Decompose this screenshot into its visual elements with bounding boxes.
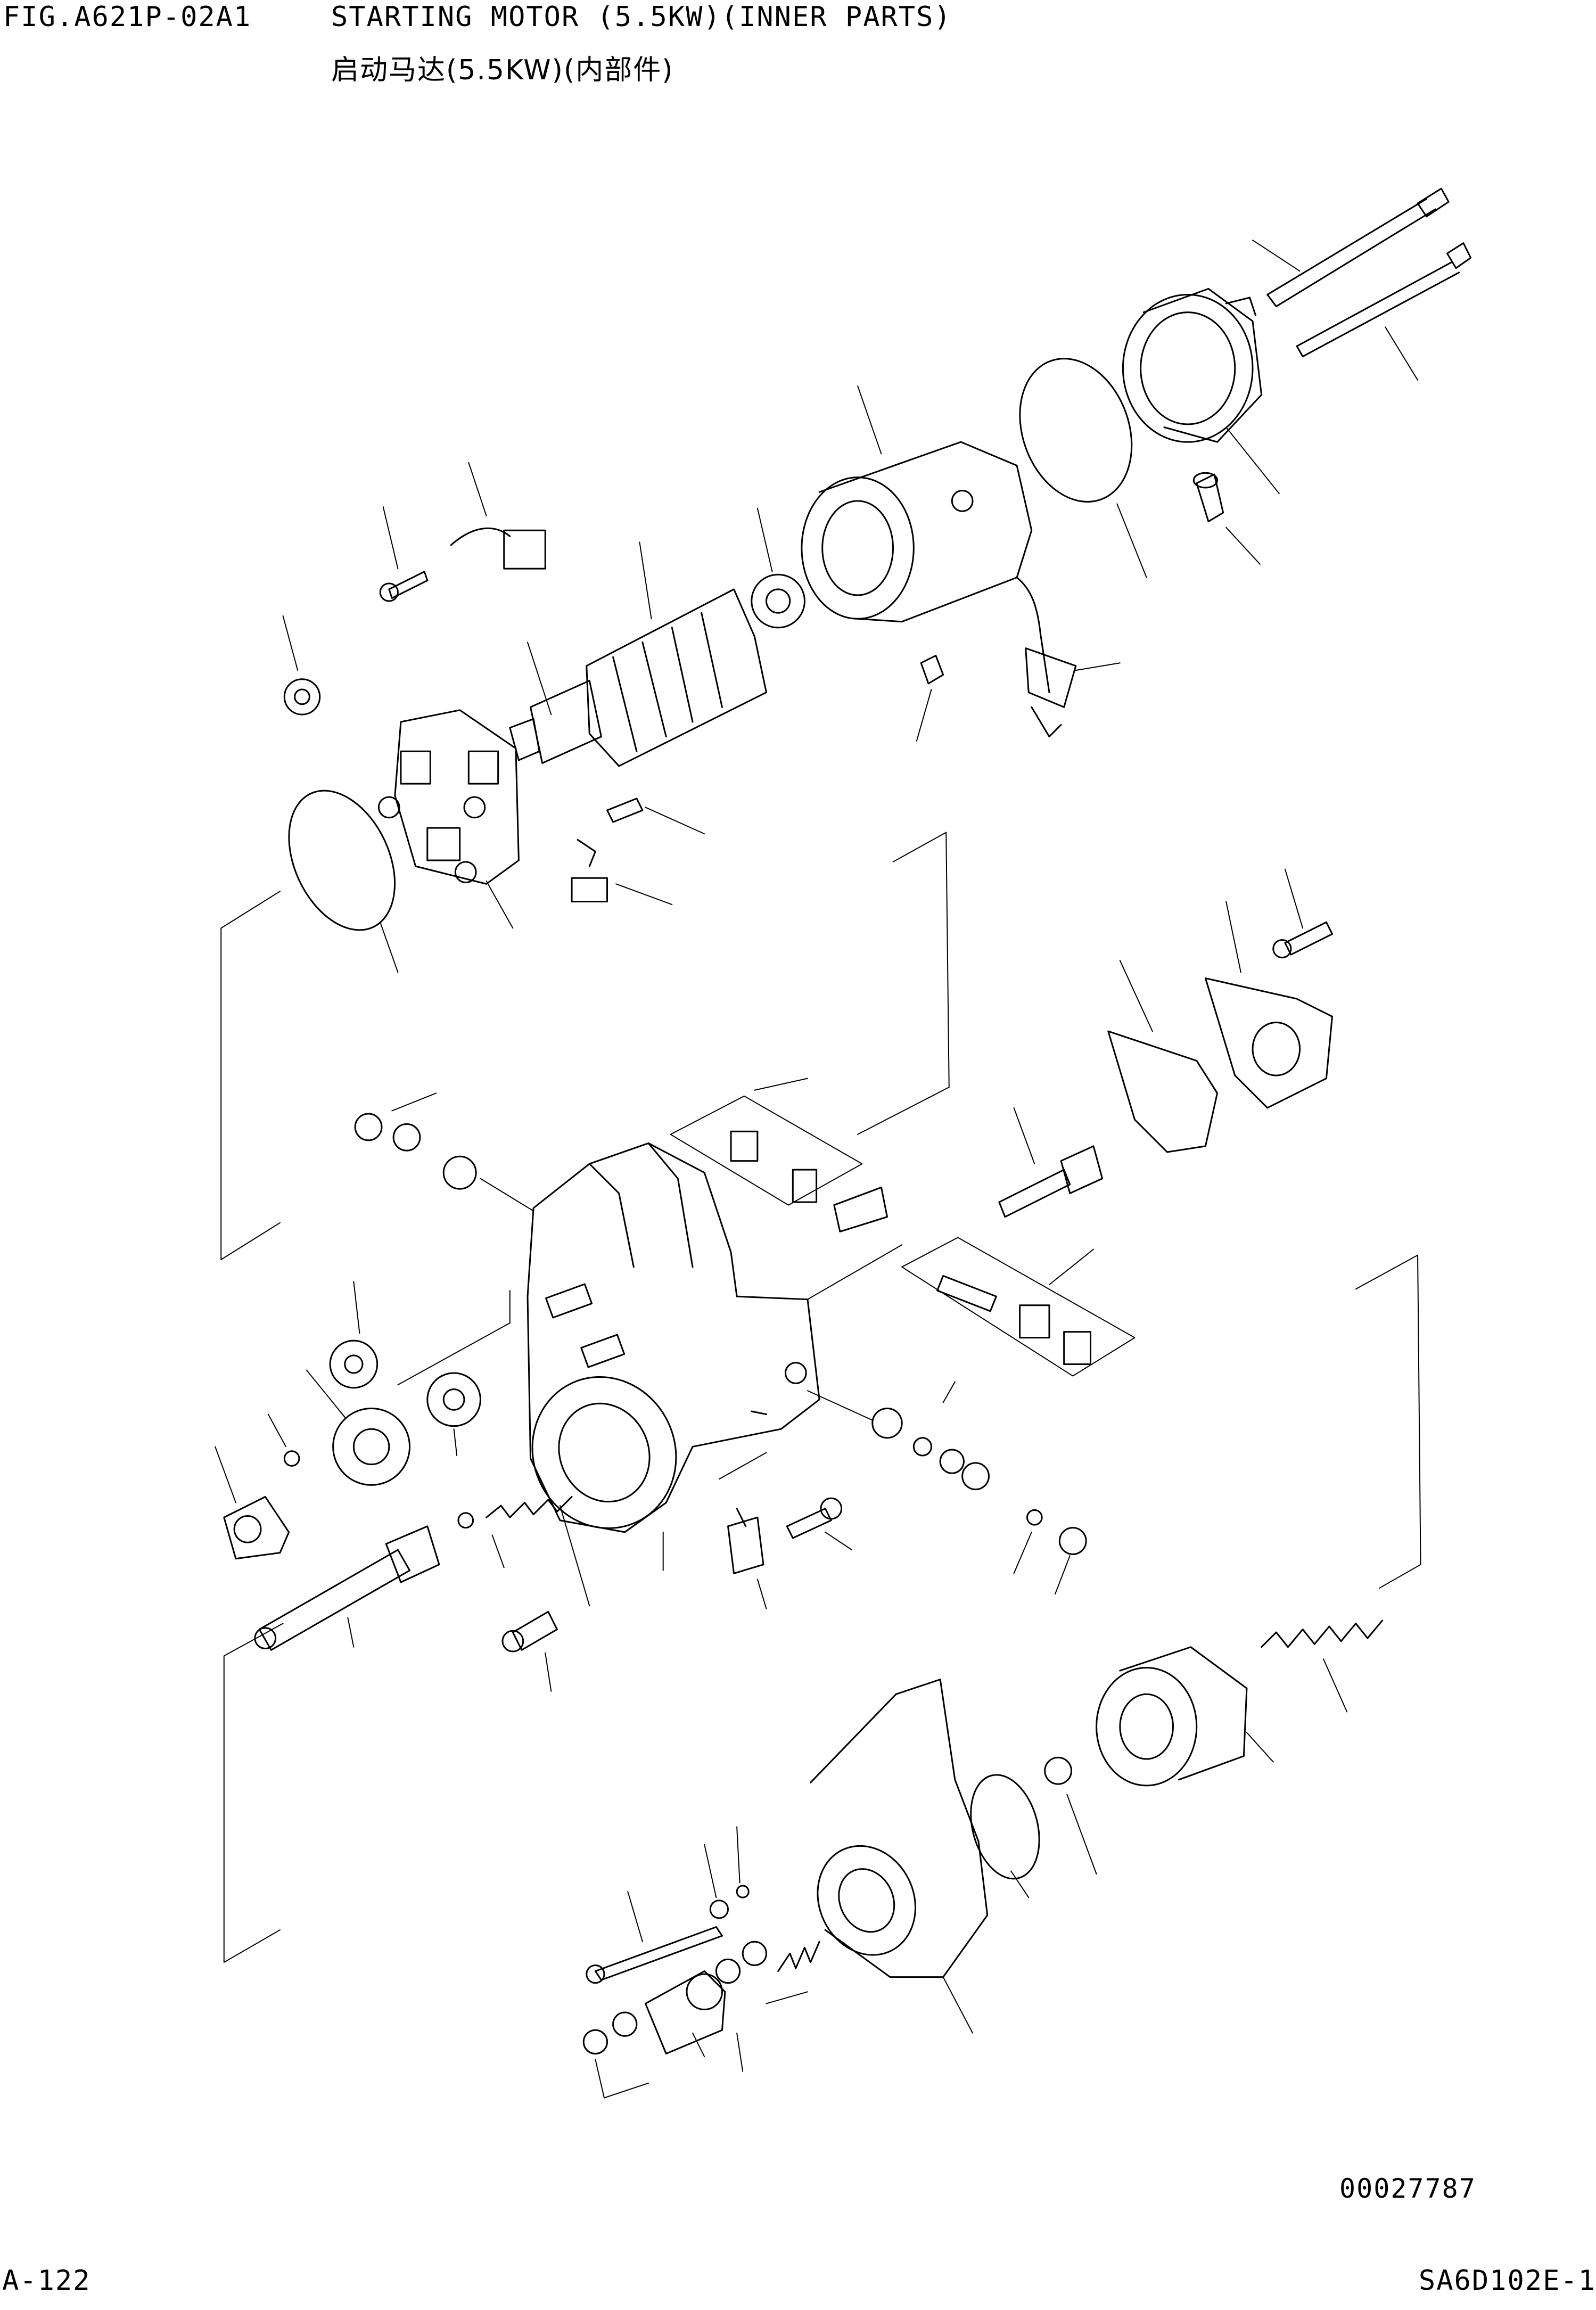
plunger — [999, 1108, 1103, 1217]
gasket-plate-right — [1108, 960, 1217, 1152]
bracket-top-right — [858, 832, 949, 1134]
overrunning-clutch — [1097, 1647, 1273, 1786]
snap-ring-bottom — [583, 1992, 808, 2098]
gasket-bottom — [960, 1767, 1050, 1897]
center-housing — [508, 1143, 819, 1552]
bolt-right-mid — [1273, 869, 1332, 958]
title-chinese: 启动马达(5.5KW)(内部件) — [331, 54, 674, 86]
idler-gear-large — [307, 1370, 410, 1485]
gear-shaft-bottom — [645, 1942, 766, 2057]
retainer-right — [1014, 1510, 1087, 1594]
pinion-shaft — [255, 1526, 439, 1650]
small-bearing-left — [283, 616, 320, 714]
contact-set-top — [671, 1079, 887, 1232]
gasket-brush-side — [268, 774, 416, 972]
leader-lines-housing — [398, 1179, 902, 1606]
front-housing — [800, 1680, 988, 2033]
bolt-small-top — [1194, 473, 1260, 564]
gasket-top — [1001, 343, 1151, 578]
page-number: A-122 — [2, 2265, 91, 2297]
bracket-right — [1356, 1255, 1421, 1588]
spring-center — [458, 1497, 572, 1567]
screw-brush — [380, 507, 427, 601]
contact-set-right — [902, 1237, 1134, 1376]
drawing-number: 00027787 — [1339, 2173, 1476, 2204]
brush-holder — [379, 710, 519, 928]
nut-small-top — [917, 655, 943, 741]
bracket-bottom-left — [224, 1623, 283, 1962]
clutch-hub — [215, 1446, 289, 1558]
ring-set-right — [873, 1382, 989, 1490]
return-spring — [1262, 1621, 1383, 1712]
through-bolt-1 — [1253, 188, 1449, 306]
screw-set-center — [787, 1498, 852, 1550]
long-bolt-bottom — [587, 1892, 722, 1983]
spring-bottom — [778, 1942, 820, 1971]
small-washers-bottom — [704, 1827, 748, 1918]
pin-small — [268, 1415, 299, 1466]
rear-end-cover — [1123, 289, 1279, 494]
collar-washer — [1045, 1757, 1097, 1874]
yoke-assembly — [802, 386, 1120, 737]
armature — [510, 542, 767, 766]
bracket-left — [221, 891, 280, 1260]
title-english: STARTING MOTOR (5.5KW)(INNER PARTS) — [331, 1, 952, 33]
armature-bearing — [752, 508, 805, 628]
brush-lead — [451, 463, 545, 569]
brush-spring-small — [572, 799, 704, 905]
idler-gear-small — [330, 1281, 377, 1387]
washer-set-left — [355, 1093, 476, 1189]
bolt-bottom-left — [503, 1612, 557, 1691]
through-bolt-2 — [1297, 243, 1471, 380]
model-code: SA6D102E-1 — [1418, 2265, 1596, 2297]
cover-plate-right — [1205, 902, 1332, 1108]
washer-center — [427, 1373, 481, 1456]
terminal-bolt — [728, 1509, 767, 1609]
figure-id: FIG.A621P-02A1 — [3, 1, 252, 33]
